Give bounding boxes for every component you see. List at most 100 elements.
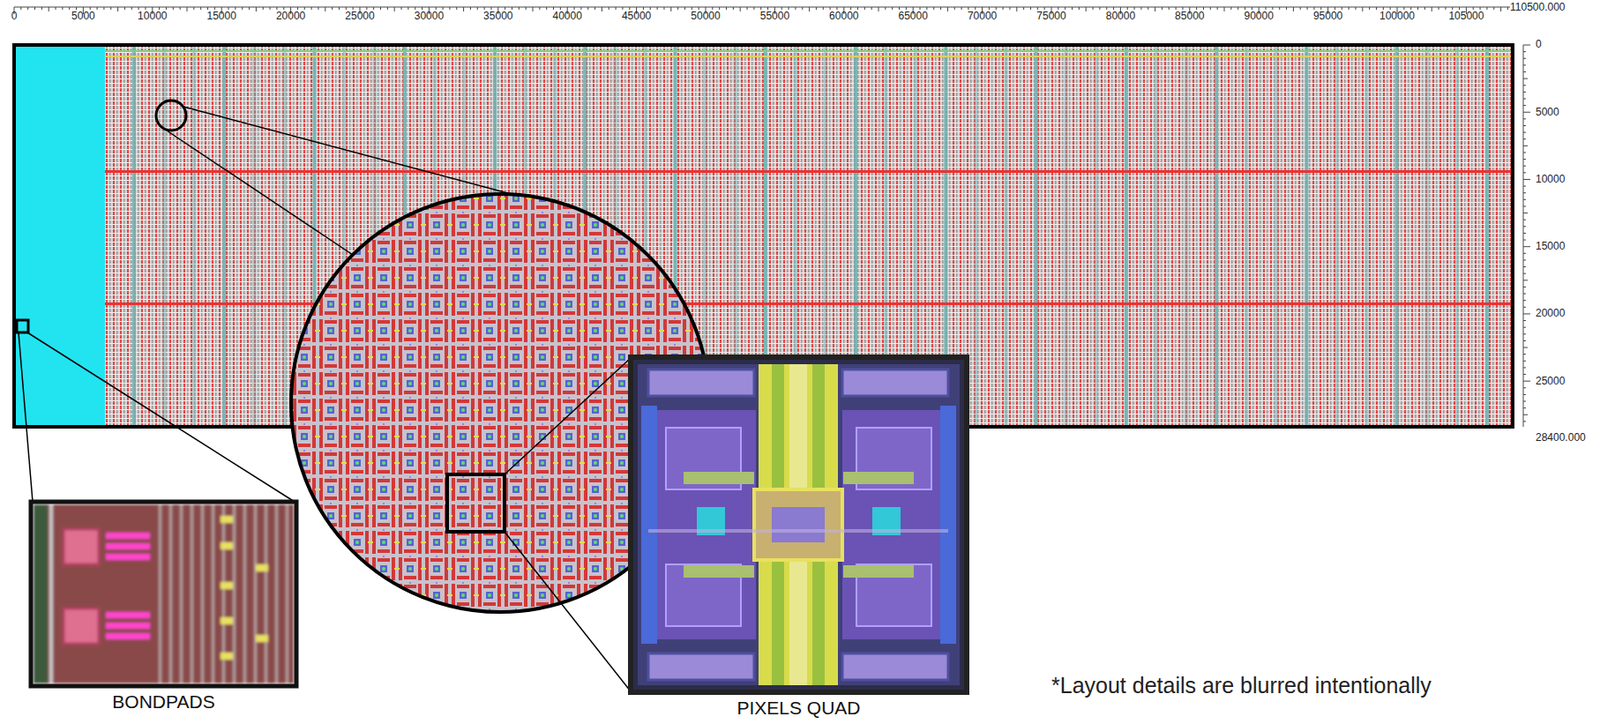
ruler-tick — [718, 7, 720, 10]
ruler-tick — [338, 7, 340, 10]
ruler-tick — [974, 7, 976, 10]
ruler-tick — [1523, 151, 1526, 153]
ruler-tick — [1334, 7, 1336, 10]
ruler-tick — [1523, 266, 1526, 268]
ruler-number: 5000 — [1535, 106, 1560, 119]
ruler-tick — [1127, 7, 1129, 10]
ruler-tick — [1354, 7, 1356, 10]
ruler-tick — [1523, 273, 1526, 275]
ruler-tick — [435, 7, 437, 10]
ruler-number: 70000 — [967, 10, 997, 23]
ruler-tick — [138, 7, 140, 10]
ruler-tick — [1313, 7, 1315, 10]
ruler-tick — [898, 7, 900, 10]
ruler-tick — [262, 7, 264, 10]
ruler-tick — [1523, 64, 1526, 66]
ruler-tick — [484, 7, 486, 10]
ruler-tick — [1523, 381, 1531, 382]
ruler-tick — [373, 7, 374, 10]
ruler-tick — [1175, 7, 1177, 10]
ruler-tick — [234, 7, 236, 10]
ruler-tick — [1368, 7, 1370, 10]
ruler-tick — [1523, 394, 1526, 396]
ruler-tick — [158, 7, 160, 10]
ruler-number: 90000 — [1244, 10, 1274, 23]
ruler-tick — [1472, 7, 1474, 10]
ruler-tick — [1161, 7, 1163, 10]
ruler-tick — [1523, 420, 1526, 422]
ruler-tick — [34, 7, 36, 10]
ruler-tick — [97, 7, 98, 10]
ruler-number: 100000 — [1379, 10, 1415, 23]
ruler-line — [1523, 44, 1525, 427]
ruler-tick — [124, 7, 126, 10]
ruler-tick — [172, 7, 174, 10]
ruler-tick — [884, 7, 886, 10]
ruler-tick — [947, 7, 949, 12]
ruler-tick — [954, 7, 956, 10]
ruler-tick — [933, 7, 935, 10]
ruler-tick — [179, 7, 181, 10]
ruler-tick — [1523, 199, 1526, 201]
ruler-tick — [1410, 7, 1412, 10]
ruler-tick — [1106, 7, 1107, 10]
ruler-tick — [68, 7, 70, 10]
ruler-tick — [1523, 286, 1526, 288]
ruler-tick — [532, 7, 534, 12]
ruler-tick — [1251, 7, 1253, 10]
ruler-tick — [1424, 7, 1426, 10]
ruler-tick — [1271, 7, 1273, 10]
ruler-tick — [1203, 7, 1204, 10]
ruler-tick — [1500, 7, 1502, 12]
ruler-tick — [905, 7, 907, 10]
ruler-tick — [878, 7, 880, 12]
ruler-tick — [200, 7, 202, 10]
ruler-number: 65000 — [898, 10, 928, 23]
inset-caption: BONDPADS — [30, 691, 297, 712]
ruler-number: 105000 — [1448, 10, 1484, 23]
ruler-tick — [89, 7, 91, 10]
ruler-tick — [518, 7, 520, 10]
ruler-tick — [1009, 7, 1010, 10]
ruler-tick — [241, 7, 243, 10]
ruler-tick — [891, 7, 893, 10]
ruler-tick — [1147, 7, 1149, 10]
ruler-tick — [1523, 91, 1526, 93]
ruler-tick — [1523, 125, 1526, 127]
ruler-tick — [608, 7, 610, 10]
ruler-number: 15000 — [1535, 240, 1565, 253]
ruler-tick — [1523, 340, 1526, 342]
ruler-tick — [677, 7, 679, 10]
ruler-tick — [1237, 7, 1239, 10]
ruler-number: 95000 — [1313, 10, 1343, 23]
ruler-tick — [463, 7, 464, 12]
ruler-tick — [926, 7, 928, 10]
ruler-tick — [1523, 414, 1528, 416]
ruler-number: 35000 — [483, 10, 513, 23]
ruler-tick — [822, 7, 824, 10]
ruler-tick — [615, 7, 617, 10]
ruler-tick — [1230, 7, 1232, 10]
ruler-tick — [732, 7, 734, 10]
ruler-number: 110500.000 — [1510, 1, 1566, 14]
ruler-tick — [1168, 7, 1170, 10]
ruler-tick — [1486, 7, 1488, 10]
ruler-tick — [1341, 7, 1343, 10]
ruler-tick — [815, 7, 817, 10]
ruler-tick — [1016, 7, 1017, 12]
ruler-tick — [276, 7, 277, 10]
ruler-tick — [1523, 253, 1526, 255]
ruler-number: 80000 — [1106, 10, 1136, 23]
ruler-tick — [448, 7, 450, 10]
ruler-tick — [1458, 7, 1460, 10]
ruler-tick — [538, 7, 540, 10]
ruler-tick — [255, 7, 257, 12]
ruler-tick — [1092, 7, 1094, 10]
ruler-tick — [1265, 7, 1267, 10]
ruler-tick — [1361, 7, 1363, 12]
ruler-tick — [670, 7, 672, 12]
ruler-tick — [1523, 44, 1531, 46]
ruler-tick — [601, 7, 603, 12]
ruler-tick — [580, 7, 582, 10]
ruler-tick — [1523, 71, 1526, 73]
